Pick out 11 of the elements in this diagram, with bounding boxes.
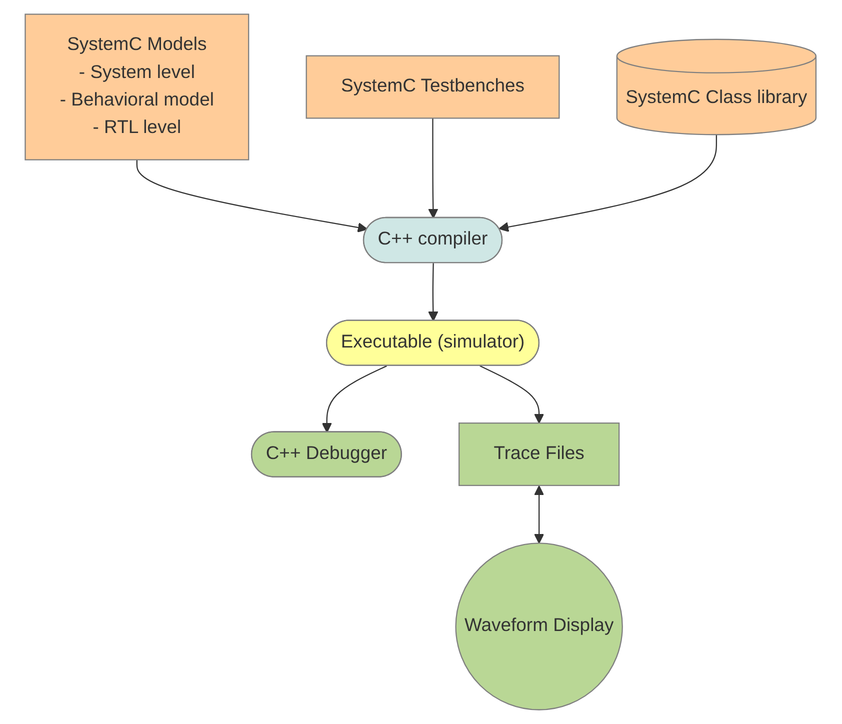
arrow: [322, 365, 388, 433]
node-circle: Waveform Display: [456, 542, 624, 710]
arrow: [428, 118, 439, 219]
node-box: Trace Files: [458, 422, 620, 486]
arrow: [136, 160, 368, 233]
arrow: [499, 134, 718, 232]
arrow: [428, 263, 439, 322]
arrow: [534, 485, 545, 544]
node-box: SystemC Testbenches: [306, 55, 560, 119]
arrow: [480, 365, 545, 424]
node-box: SystemC Models - System level - Behavioral model - RTL level: [25, 14, 250, 160]
